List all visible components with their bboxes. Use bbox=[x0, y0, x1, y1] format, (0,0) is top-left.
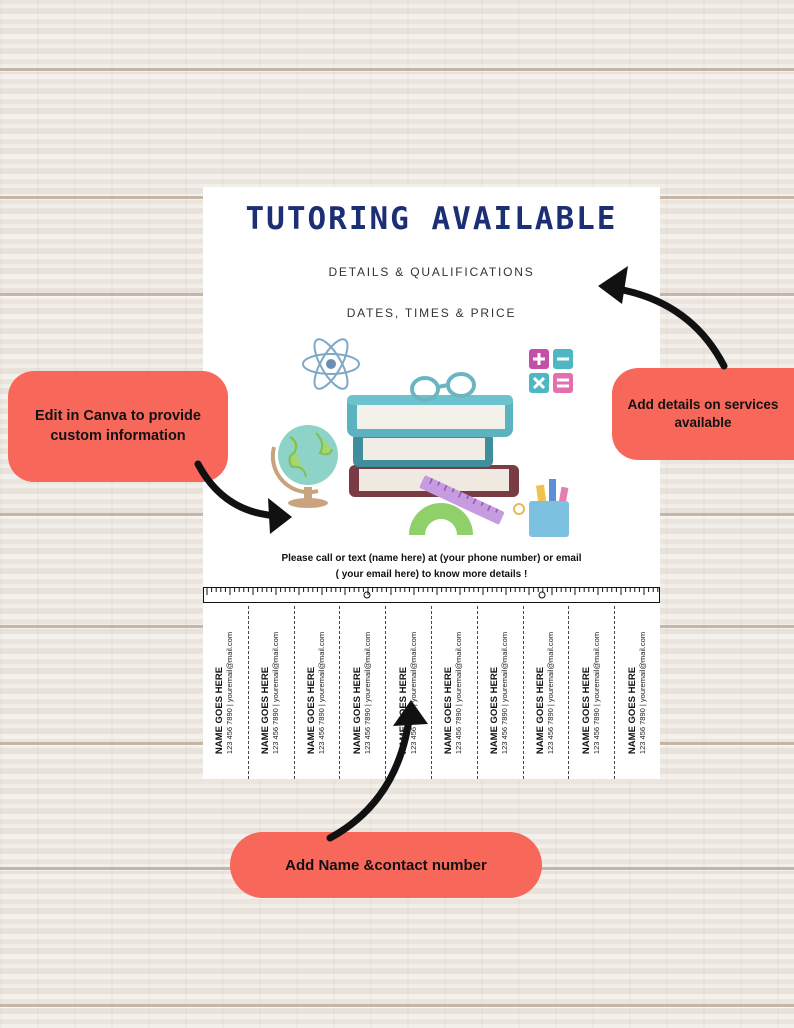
ruler-icon bbox=[419, 475, 505, 525]
tear-tab-contact: 123 456 7890 | youremail@mail.com bbox=[500, 631, 510, 754]
tear-tab-contact: 123 456 7890 | youremail@mail.com bbox=[408, 631, 418, 754]
callout-add-name: Add Name &contact number bbox=[230, 832, 542, 898]
tutoring-flyer: TUTORING AVAILABLE DETAILS & QUALIFICATI… bbox=[203, 187, 660, 779]
call-line-1: Please call or text (name here) at (your… bbox=[281, 553, 582, 564]
atom-icon bbox=[302, 338, 360, 390]
protractor-icon bbox=[409, 503, 473, 535]
ruler-strip bbox=[203, 587, 660, 603]
tear-tab-contact: 123 456 7890 | youremail@mail.com bbox=[225, 631, 235, 754]
tear-tab-name: NAME GOES HERE bbox=[626, 666, 638, 754]
tear-tab-contact: 123 456 7890 | youremail@mail.com bbox=[637, 631, 647, 754]
call-line-2: ( your email here) to know more details … bbox=[335, 569, 528, 580]
tear-tab-contact: 123 456 7890 | youremail@mail.com bbox=[271, 631, 281, 754]
dates-subtitle: DATES, TIMES & PRICE bbox=[346, 306, 517, 320]
tear-tab-contact: 123 456 7890 | youremail@mail.com bbox=[362, 631, 372, 754]
tear-tab-contact: 123 456 7890 | youremail@mail.com bbox=[317, 631, 327, 754]
flyer-title: TUTORING AVAILABLE bbox=[245, 201, 618, 237]
tear-tab-name: NAME GOES HERE bbox=[397, 666, 409, 754]
plank-divider bbox=[0, 1004, 794, 1007]
math-symbols-icon bbox=[529, 349, 573, 393]
glasses-icon bbox=[410, 372, 476, 402]
callout-edit-canva: Edit in Canva to provide custom informat… bbox=[8, 371, 228, 482]
pencil-cup-icon bbox=[513, 479, 569, 537]
tear-tab-contact: 123 456 7890 | youremail@mail.com bbox=[591, 631, 601, 754]
school-supplies-illustration bbox=[270, 338, 573, 537]
tear-tab-contact: 123 456 7890 | youremail@mail.com bbox=[454, 631, 464, 754]
tear-tab-contact: 123 456 7890 | youremail@mail.com bbox=[546, 631, 556, 754]
plank-divider bbox=[0, 68, 794, 71]
callout-add-details: Add details on services available bbox=[612, 368, 794, 460]
details-subtitle: DETAILS & QUALIFICATIONS bbox=[328, 265, 535, 279]
book-stack-icon bbox=[347, 395, 519, 497]
globe-icon bbox=[270, 425, 338, 508]
